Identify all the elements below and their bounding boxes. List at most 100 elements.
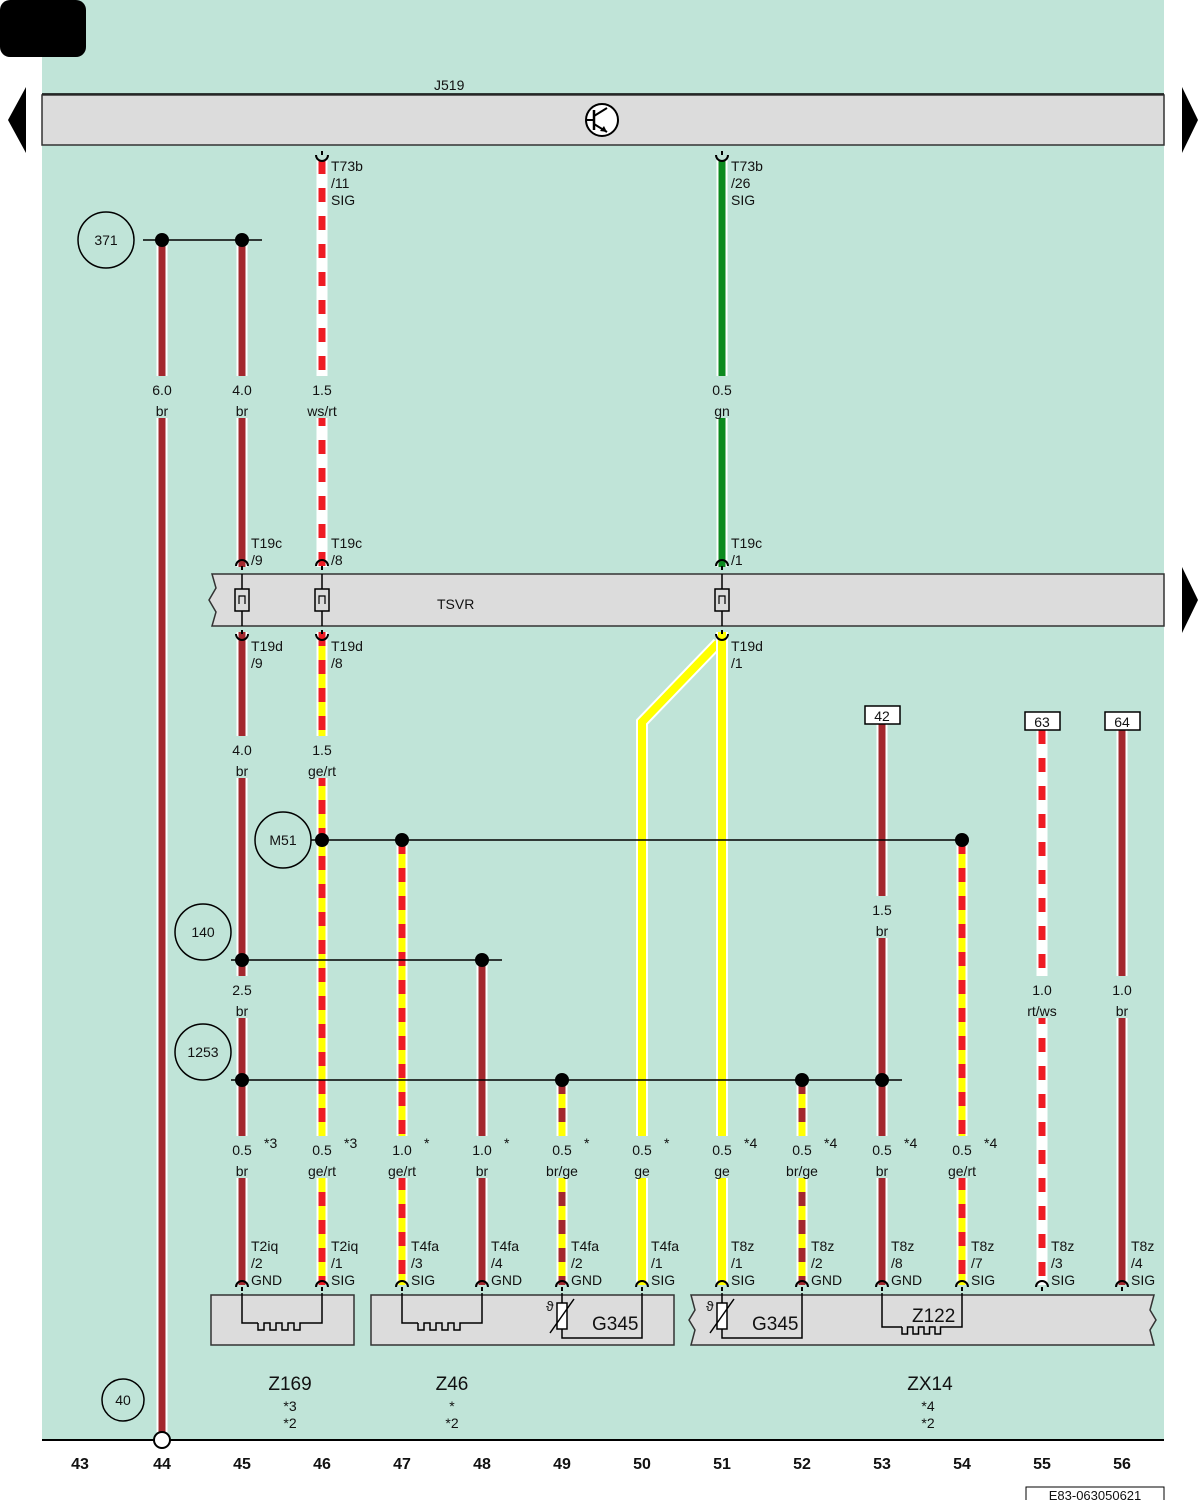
g345-theta-b: ϑ — [706, 1298, 714, 1314]
wire-size-w51u: 0.5 — [712, 382, 732, 398]
column-number-44: 44 — [153, 1456, 171, 1473]
node-140-48 — [475, 953, 489, 967]
wire-label-bg-b50 — [616, 1136, 668, 1178]
pin-45-tsvr-bottom — [235, 633, 249, 641]
g345-label-b: G345 — [752, 1314, 798, 1335]
wire-color-b53: br — [876, 1163, 889, 1179]
column-number-55: 55 — [1033, 1456, 1051, 1473]
column-number-52: 52 — [793, 1456, 811, 1473]
connector-bottom-50-line-3: SIG — [651, 1272, 675, 1288]
pin-51-bottom — [715, 1280, 729, 1288]
tsvr-forward-arrow-icon[interactable] — [1182, 567, 1198, 633]
ref-1253-label: 1253 — [187, 1044, 218, 1060]
footer-code-box — [1025, 1486, 1165, 1500]
connector-t19c-1-line-1: T19c — [731, 535, 762, 551]
wire-color-b46: ge/rt — [308, 1163, 336, 1179]
ref-40-label: 40 — [115, 1392, 131, 1408]
tsvr-label: TSVR — [437, 596, 474, 612]
connector-bottom-48-line-3: GND — [491, 1272, 522, 1288]
wire-size-b45: 0.5 — [232, 1142, 252, 1158]
wire-color-b51: ge — [714, 1163, 730, 1179]
connector-bottom-45-line-1: T2iq — [251, 1238, 278, 1254]
tsvr-bridge-link-51 — [718, 595, 726, 604]
diagram-background — [42, 0, 1164, 1440]
wire-note-b46: *3 — [344, 1135, 357, 1151]
node-371-45 — [235, 233, 249, 247]
wire-color-w45u: br — [236, 403, 249, 419]
wire-size-b48: 1.0 — [472, 1142, 492, 1158]
pin-46-tsvr-bottom — [315, 633, 329, 641]
wire-label-bg-b51 — [696, 1136, 748, 1178]
wire-note-b48: * — [504, 1135, 510, 1151]
connector-bottom-47-line-1: T4fa — [411, 1238, 439, 1254]
node-m51-54 — [955, 833, 969, 847]
z169-lead-b — [306, 1293, 323, 1324]
z169-note-2: *2 — [283, 1415, 296, 1431]
pin-55-bottom — [1035, 1280, 1049, 1288]
wire-label-bg-b53 — [856, 1136, 908, 1178]
pin-46-bottom — [315, 1280, 329, 1288]
corner-tab — [0, 0, 86, 57]
column-number-56: 56 — [1113, 1456, 1131, 1473]
pin-53-bottom — [875, 1280, 889, 1288]
wire-label-bg-w45u — [216, 376, 268, 418]
wire-size-w46u: 1.5 — [312, 382, 332, 398]
z122-lead-a — [881, 1293, 902, 1328]
connector-bottom-49-line-1: T4fa — [571, 1238, 599, 1254]
wire-note-b52: *4 — [824, 1135, 837, 1151]
connector-t73b-11-line-2: /11 — [331, 175, 350, 191]
column-number-54: 54 — [953, 1456, 971, 1473]
ref-63-label: 63 — [1034, 714, 1050, 730]
connector-bottom-50-line-1: T4fa — [651, 1238, 679, 1254]
page-forward-arrow-icon[interactable] — [1182, 87, 1198, 153]
connector-bottom-54-line-2: /7 — [971, 1255, 983, 1271]
pin-51-tsvr-top — [715, 559, 729, 567]
wire-size-b51: 0.5 — [712, 1142, 732, 1158]
wire-label-bg-b47 — [376, 1136, 428, 1178]
pin-45-bottom — [235, 1280, 249, 1288]
connector-bottom-54-line-3: SIG — [971, 1272, 995, 1288]
connector-t73b-26-line-1: T73b — [731, 158, 763, 174]
wire-note-b54: *4 — [984, 1135, 997, 1151]
wire-note-b45: *3 — [264, 1135, 277, 1151]
zx14-note-1: *4 — [921, 1398, 934, 1414]
wire-size-b53: 0.5 — [872, 1142, 892, 1158]
ref-140-circle — [174, 903, 232, 961]
pin-45-tsvr-top — [235, 559, 249, 567]
wire-label-bg-b49 — [536, 1136, 588, 1178]
ref-m51-circle — [254, 811, 312, 869]
pin-54-bottom — [955, 1280, 969, 1288]
wire-size-w53m: 1.5 — [872, 902, 892, 918]
column-number-43: 43 — [71, 1456, 89, 1473]
wire-color-w56m: br — [1116, 1003, 1129, 1019]
ref-m51-label: M51 — [269, 832, 296, 848]
wire-size-b47: 1.0 — [392, 1142, 412, 1158]
wire-color-w46m: ge/rt — [308, 763, 336, 779]
connector-t19d-8-line-2: /8 — [331, 655, 343, 671]
wire-50 — [638, 640, 721, 1285]
wire-color-w44: br — [156, 403, 169, 419]
wire-label-bg-b48 — [456, 1136, 508, 1178]
wire-label-bg-w56m — [1096, 976, 1148, 1018]
connector-t19d-1-line-1: T19d — [731, 638, 763, 654]
connector-bottom-46-line-3: SIG — [331, 1272, 355, 1288]
connector-bottom-51-line-3: SIG — [731, 1272, 755, 1288]
ref-40-circle — [101, 1378, 145, 1422]
connector-bottom-46-line-2: /1 — [331, 1255, 343, 1271]
z46-lead-b — [466, 1293, 483, 1324]
node-1253-52 — [795, 1073, 809, 1087]
connector-t19c-8-line-1: T19c — [331, 535, 362, 551]
ref-63-box — [1024, 711, 1061, 731]
page-back-arrow-icon[interactable] — [8, 87, 26, 153]
connector-t73b-11-line-1: T73b — [331, 158, 363, 174]
node-371-44 — [155, 233, 169, 247]
j519-main: J519 — [434, 77, 465, 93]
pin-49-bottom — [555, 1280, 569, 1288]
ref-42-box — [864, 705, 901, 725]
wire-note-b47: * — [424, 1135, 430, 1151]
connector-bottom-53-line-1: T8z — [891, 1238, 914, 1254]
pin-51-tsvr-bottom — [715, 633, 729, 641]
column-number-48: 48 — [473, 1456, 491, 1473]
